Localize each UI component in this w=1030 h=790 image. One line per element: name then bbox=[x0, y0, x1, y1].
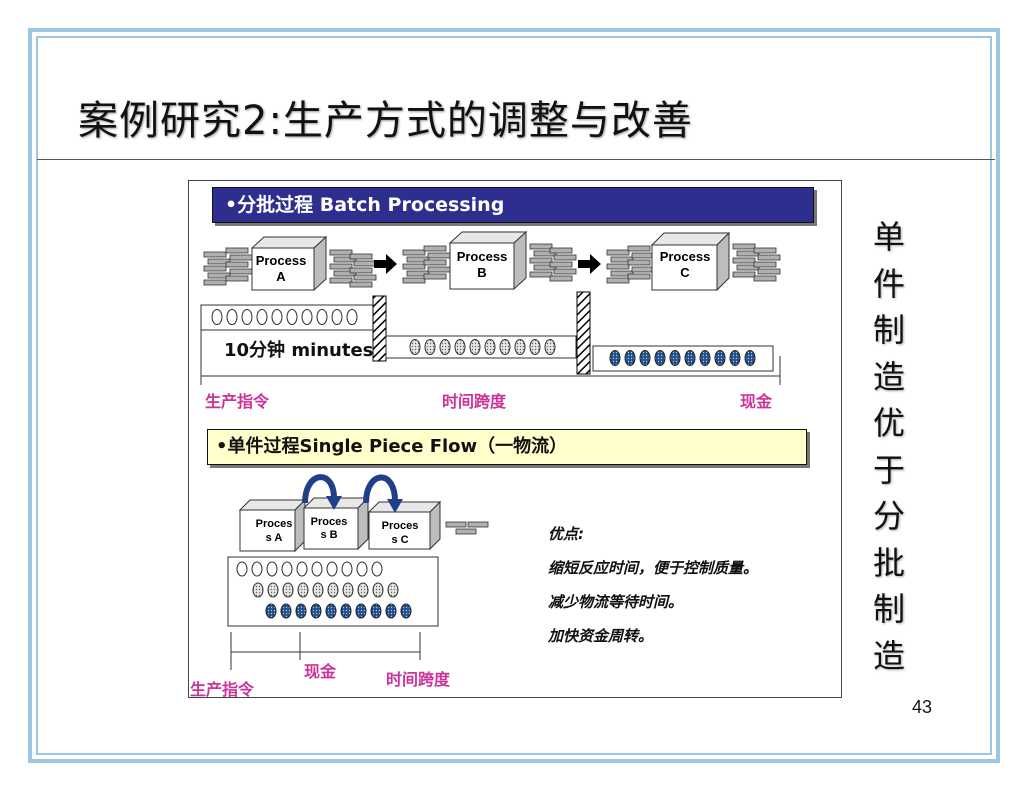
single-tray bbox=[227, 556, 439, 627]
flow-arrow-a-to-b bbox=[302, 474, 342, 510]
wip-bricks-a-in bbox=[203, 247, 253, 286]
side-conclusion-text: 单 件 制 造 优 于 分 批 制 造 bbox=[866, 214, 912, 679]
batch-wait-barrier-1 bbox=[372, 295, 387, 362]
batch-process-c-line1: Process bbox=[660, 249, 711, 264]
arrow-a-to-b bbox=[374, 254, 397, 274]
side-char: 单 bbox=[872, 218, 905, 256]
slide-title: 案例研究2:生产方式的调整与改善 bbox=[78, 98, 693, 144]
batch-label-end: 现金 bbox=[740, 392, 773, 411]
single-flow-header: •单件过程Single Piece Flow（一物流） bbox=[207, 429, 807, 465]
wip-bricks-c-in bbox=[606, 245, 655, 284]
title-rule bbox=[37, 159, 995, 160]
wip-bricks-b-in bbox=[402, 245, 451, 284]
batch-process-a-line2: A bbox=[276, 269, 286, 284]
batch-process-a-box bbox=[250, 235, 328, 292]
batch-process-b-box bbox=[448, 230, 528, 291]
single-process-c-line2: s C bbox=[391, 534, 408, 546]
single-process-a-box bbox=[238, 498, 307, 553]
page-number: 43 bbox=[912, 697, 933, 717]
single-time-axis bbox=[230, 632, 421, 670]
batch-label-middle: 时间跨度 bbox=[442, 392, 507, 411]
advantage-item: 加快资金周转。 bbox=[548, 627, 654, 645]
batch-header: •分批过程 Batch Processing bbox=[212, 187, 814, 223]
single-process-c-line1: Proces bbox=[382, 520, 419, 532]
arrow-b-to-c bbox=[578, 254, 601, 274]
side-char: 优 bbox=[872, 404, 905, 442]
single-process-c-box bbox=[367, 500, 442, 551]
flow-arrow-b-to-c bbox=[363, 474, 403, 513]
side-char: 造 bbox=[872, 357, 905, 396]
single-process-b-box bbox=[302, 496, 370, 551]
single-process-a-line1: Proces bbox=[256, 518, 293, 530]
advantages-heading: 优点: bbox=[548, 525, 584, 543]
batch-time-label: 10分钟 minutes bbox=[224, 340, 374, 361]
single-process-b-line2: s B bbox=[320, 529, 337, 541]
advantage-item: 减少物流等待时间。 bbox=[548, 593, 684, 611]
batch-process-b-line2: B bbox=[477, 265, 486, 280]
wip-bricks-c-out bbox=[732, 243, 781, 282]
batch-process-c-line2: C bbox=[680, 265, 690, 280]
wip-bricks-a-out bbox=[329, 249, 377, 288]
batch-wait-barrier-2 bbox=[576, 291, 591, 375]
batch-process-b-line1: Process bbox=[457, 249, 508, 264]
batch-process-a-line1: Process bbox=[256, 253, 307, 268]
single-label-start: 生产指令 bbox=[190, 680, 255, 699]
advantage-item: 缩短反应时间，便于控制质量。 bbox=[548, 559, 759, 577]
wip-bricks-b-out bbox=[529, 243, 577, 282]
batch-time-axis bbox=[200, 330, 781, 385]
side-char: 分 bbox=[872, 497, 905, 535]
batch-tray-orders bbox=[200, 304, 374, 331]
side-char: 批 bbox=[872, 543, 905, 582]
side-char: 造 bbox=[872, 636, 905, 675]
single-wip-bricks bbox=[445, 521, 489, 535]
single-process-a-line2: s A bbox=[266, 532, 283, 544]
slide-frame-inner bbox=[36, 36, 992, 755]
side-char: 制 bbox=[872, 311, 905, 349]
side-char: 制 bbox=[872, 590, 905, 628]
slide-frame-outer bbox=[28, 28, 1000, 763]
batch-process-c-box bbox=[650, 231, 731, 292]
batch-tray-finished bbox=[592, 345, 774, 372]
batch-label-start: 生产指令 bbox=[205, 392, 270, 411]
single-label-end: 时间跨度 bbox=[386, 670, 451, 689]
single-process-b-line1: Proces bbox=[311, 516, 348, 528]
side-char: 件 bbox=[872, 264, 905, 303]
side-char: 于 bbox=[872, 450, 905, 489]
single-label-middle: 现金 bbox=[304, 662, 337, 681]
batch-tray-wip bbox=[385, 335, 577, 359]
